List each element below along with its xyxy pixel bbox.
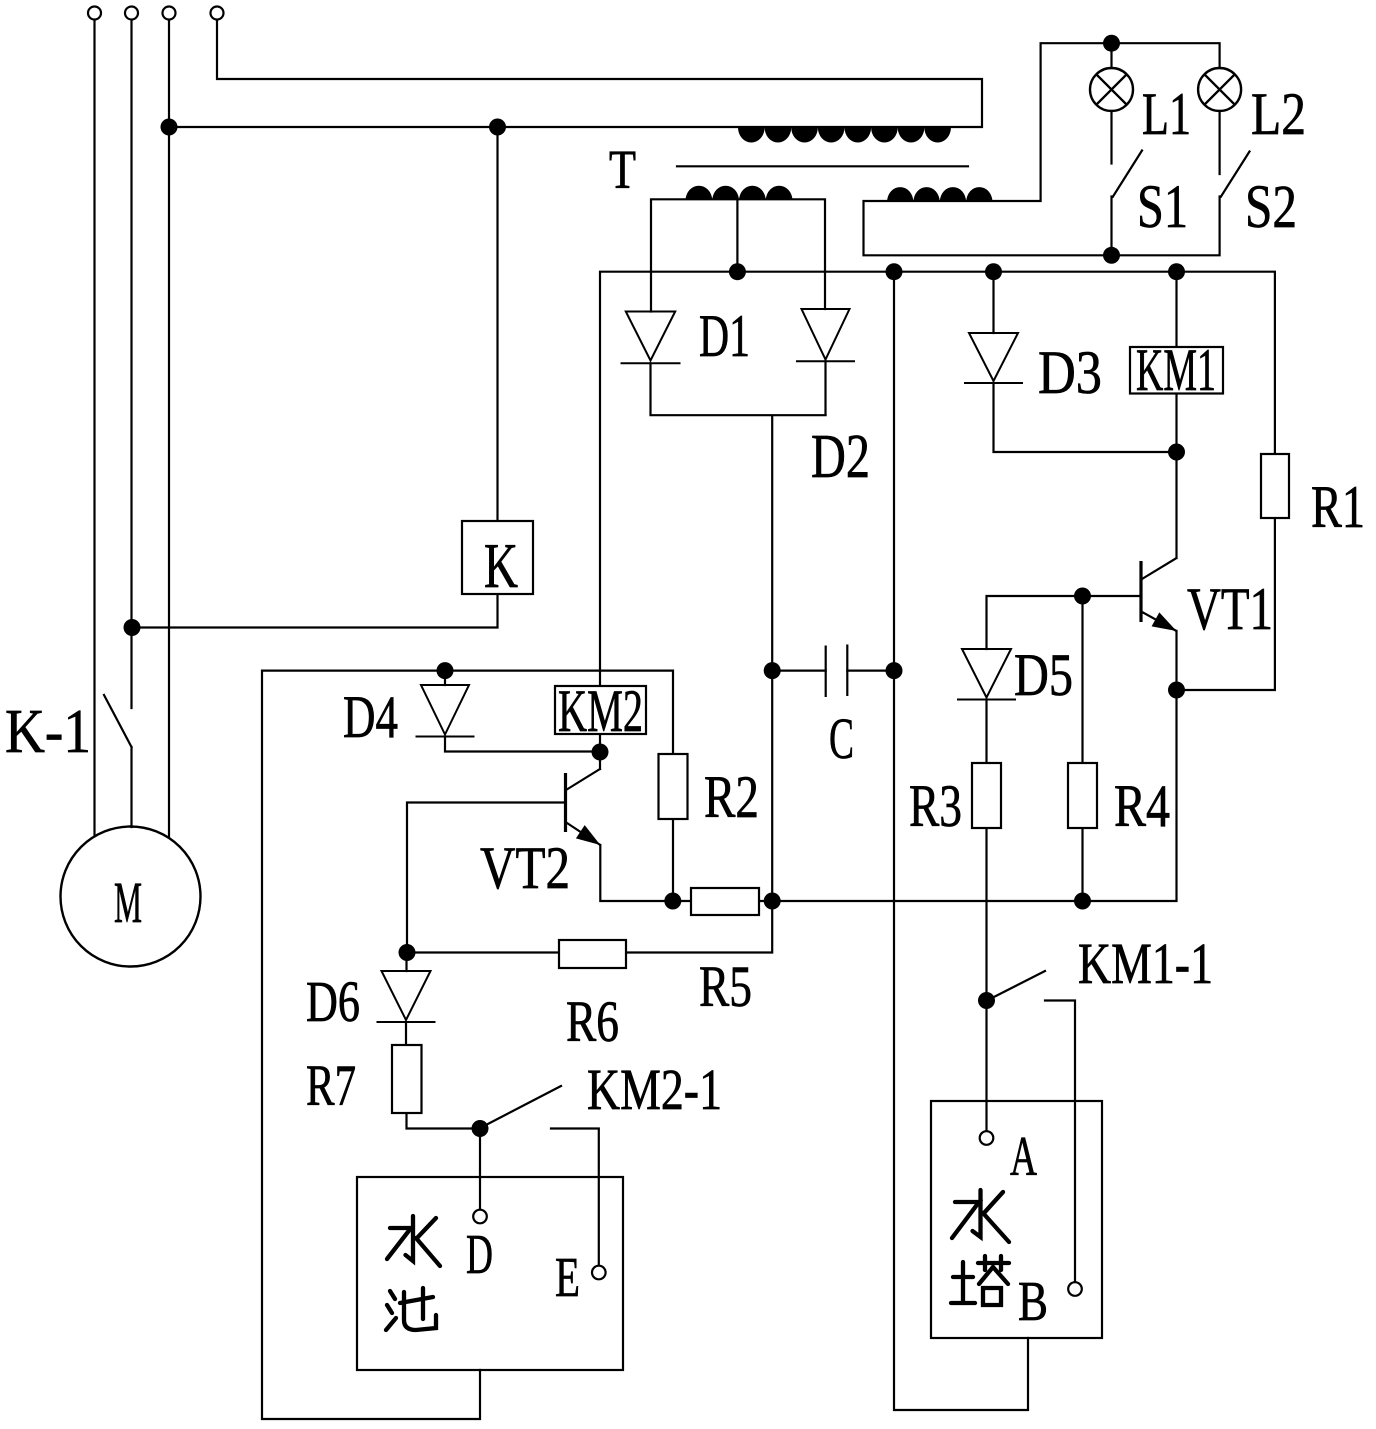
svg-text:KM2: KM2 <box>558 678 643 744</box>
svg-text:S2: S2 <box>1245 174 1297 241</box>
svg-text:D6: D6 <box>306 969 360 1034</box>
svg-text:VT2: VT2 <box>480 835 570 901</box>
svg-text:T: T <box>609 139 636 200</box>
svg-text:K-1: K-1 <box>5 698 91 766</box>
svg-text:A: A <box>1010 1126 1037 1188</box>
svg-text:R7: R7 <box>306 1053 356 1118</box>
svg-text:R4: R4 <box>1114 773 1170 839</box>
svg-text:VT1: VT1 <box>1187 576 1273 642</box>
svg-text:E: E <box>555 1247 580 1309</box>
svg-text:L2: L2 <box>1251 81 1306 147</box>
svg-text:B: B <box>1018 1271 1048 1333</box>
svg-text:R1: R1 <box>1311 474 1365 540</box>
svg-text:KM1-1: KM1-1 <box>1078 931 1213 996</box>
svg-text:R5: R5 <box>699 954 752 1019</box>
svg-text:C: C <box>829 706 854 771</box>
svg-text:D1: D1 <box>699 303 750 369</box>
svg-text:K: K <box>484 530 518 601</box>
svg-text:S1: S1 <box>1137 174 1188 241</box>
svg-text:L1: L1 <box>1142 81 1191 147</box>
svg-text:M: M <box>114 870 142 935</box>
svg-text:R6: R6 <box>566 989 619 1054</box>
svg-text:R3: R3 <box>909 773 962 839</box>
svg-text:KM1: KM1 <box>1136 337 1216 403</box>
svg-text:KM2-1: KM2-1 <box>587 1057 722 1122</box>
svg-text:D4: D4 <box>343 684 398 750</box>
svg-text:D3: D3 <box>1038 340 1102 407</box>
svg-text:R2: R2 <box>704 764 759 830</box>
svg-text:D: D <box>466 1224 493 1286</box>
svg-text:D2: D2 <box>811 423 870 491</box>
svg-text:D5: D5 <box>1014 642 1073 708</box>
